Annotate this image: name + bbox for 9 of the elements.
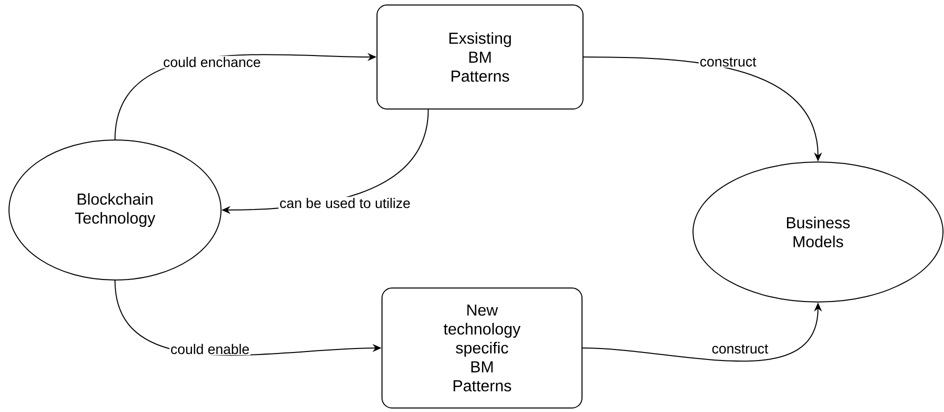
edge-label: construct	[698, 56, 758, 68]
ellipse-node: Business Models	[692, 162, 944, 302]
ellipse-node: Blockchain Technology	[8, 140, 222, 280]
edge-label: construct	[710, 343, 770, 355]
process-box: Exsisting BM Patterns	[376, 4, 584, 110]
edge-label: can be used to utilize	[278, 196, 412, 210]
edge-label: could enchance	[162, 56, 262, 68]
edge-label: could enable	[169, 342, 251, 356]
process-box: New technology specific BM Patterns	[382, 288, 582, 408]
